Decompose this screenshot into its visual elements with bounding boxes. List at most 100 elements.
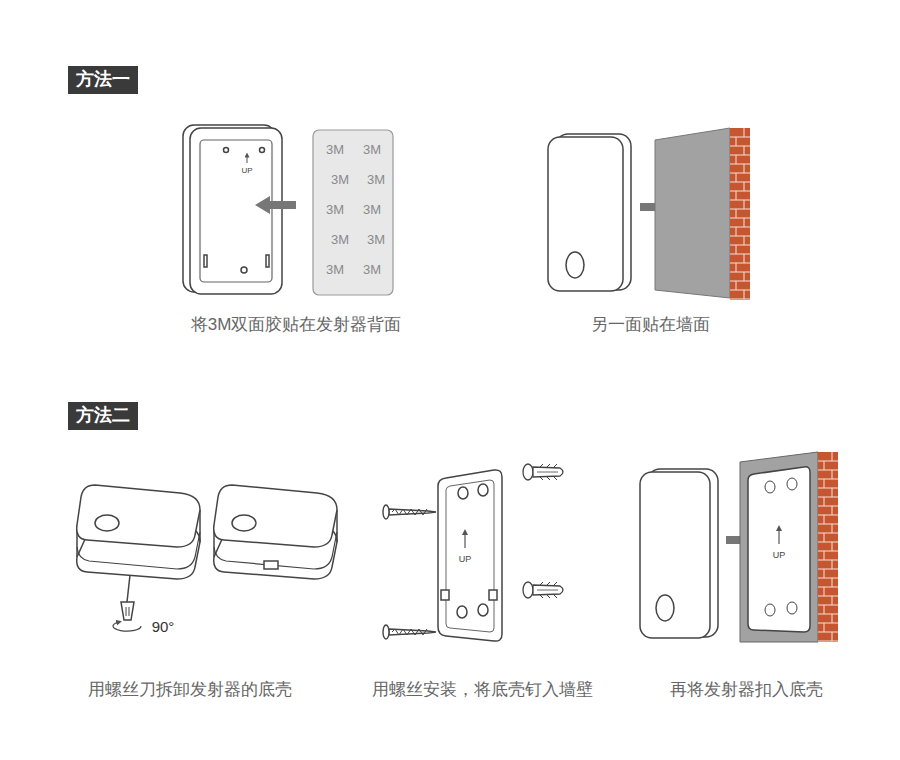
move-arrow xyxy=(255,196,296,214)
brick-wall xyxy=(818,488,838,489)
adhesive-tape xyxy=(313,130,393,295)
wall-anchor xyxy=(540,582,543,585)
brick-wall xyxy=(730,245,750,246)
brick-wall xyxy=(818,515,838,516)
wall-with-base xyxy=(787,602,797,614)
wall-anchor xyxy=(523,582,533,598)
brick-wall xyxy=(824,605,825,614)
brick-wall xyxy=(818,605,838,606)
move-arrow xyxy=(255,196,296,214)
tape-mark: 3M xyxy=(326,263,344,277)
screw xyxy=(383,505,389,519)
transmitter-back xyxy=(200,140,272,282)
brick-wall xyxy=(818,497,838,498)
brick-wall xyxy=(818,614,838,615)
brick-wall xyxy=(824,569,825,578)
brick-wall xyxy=(736,191,737,200)
brick-wall xyxy=(824,533,825,542)
screw xyxy=(389,629,436,635)
wall-with-base xyxy=(740,452,818,642)
wall-anchor xyxy=(523,464,563,598)
transmitter-lying xyxy=(77,485,200,547)
wall-anchor xyxy=(523,464,533,480)
brick-wall xyxy=(818,623,838,624)
wall-anchor xyxy=(540,477,543,480)
tape-mark: 3M xyxy=(326,203,344,217)
tape-mark: 3M xyxy=(363,143,381,157)
transmitter-front xyxy=(656,595,674,621)
transmitter-front xyxy=(640,472,710,638)
wall-with-base xyxy=(765,481,775,493)
wall-anchor xyxy=(523,464,563,480)
wall xyxy=(655,128,730,298)
transmitter-lying xyxy=(232,515,256,531)
caption: 将3M双面胶贴在发射器背面 xyxy=(191,316,402,335)
brick-wall xyxy=(744,146,745,155)
brick-wall xyxy=(730,263,750,264)
brick-wall xyxy=(736,263,737,272)
transmitter-front xyxy=(566,252,584,278)
screw xyxy=(392,629,427,635)
brick-wall xyxy=(736,173,737,182)
brick-wall xyxy=(818,461,838,462)
wall-with-base xyxy=(748,467,810,632)
tape-mark: 3M xyxy=(363,203,381,217)
brick-wall xyxy=(736,227,737,236)
base-plate xyxy=(438,470,502,641)
caption: 另一面贴在墙面 xyxy=(591,316,710,335)
wall xyxy=(655,128,730,298)
brick-wall xyxy=(730,191,750,192)
brick-wall xyxy=(730,200,750,201)
tape-mark: 3M xyxy=(331,173,349,187)
wall-anchor xyxy=(547,464,550,467)
transmitter-front xyxy=(548,134,631,291)
brick-wall xyxy=(730,128,750,300)
brick-wall xyxy=(832,614,833,623)
wall-with-base xyxy=(740,452,818,642)
wall-anchor xyxy=(554,595,557,598)
brick-wall xyxy=(832,596,833,605)
brick-wall xyxy=(744,182,745,191)
brick-wall xyxy=(818,479,838,480)
brick-wall xyxy=(736,281,737,290)
tape-mark: 3M xyxy=(367,233,385,247)
brick-wall xyxy=(832,452,833,461)
brick-wall xyxy=(730,218,750,219)
tape-mark: 3M xyxy=(326,143,344,157)
brick-wall xyxy=(736,245,737,254)
brick-wall xyxy=(824,551,825,560)
brick-wall xyxy=(818,578,838,579)
screw xyxy=(392,509,427,515)
brick-wall xyxy=(730,146,750,147)
brick-wall xyxy=(730,182,750,183)
wall-anchor xyxy=(540,464,543,467)
screw xyxy=(383,625,436,639)
wall-anchor xyxy=(533,467,563,477)
brick-wall xyxy=(818,560,838,561)
transmitter-back xyxy=(260,148,265,153)
brick-wall xyxy=(730,209,750,210)
transmitter-lying xyxy=(214,485,337,547)
screwdriver xyxy=(121,602,134,620)
base-plate xyxy=(446,480,494,632)
brick-wall xyxy=(730,227,750,228)
base-plate xyxy=(489,590,497,600)
screwdriver xyxy=(113,575,141,631)
brick-wall xyxy=(730,164,750,165)
wall-anchor xyxy=(537,590,558,591)
brick-wall xyxy=(744,200,745,209)
wall-with-base xyxy=(778,528,779,544)
brick-wall xyxy=(818,533,838,534)
brick-wall xyxy=(818,470,838,471)
orientation-mark: UP xyxy=(241,167,252,176)
brick-wall xyxy=(832,488,833,497)
brick-wall xyxy=(818,542,838,543)
caption: 用螺丝刀拆卸发射器的底壳 xyxy=(88,681,292,700)
base-plate xyxy=(478,484,488,496)
wall-anchor xyxy=(554,464,557,467)
brick-wall xyxy=(818,452,838,642)
base-plate xyxy=(478,604,488,616)
brick-wall xyxy=(736,209,737,218)
brick-wall xyxy=(832,524,833,533)
